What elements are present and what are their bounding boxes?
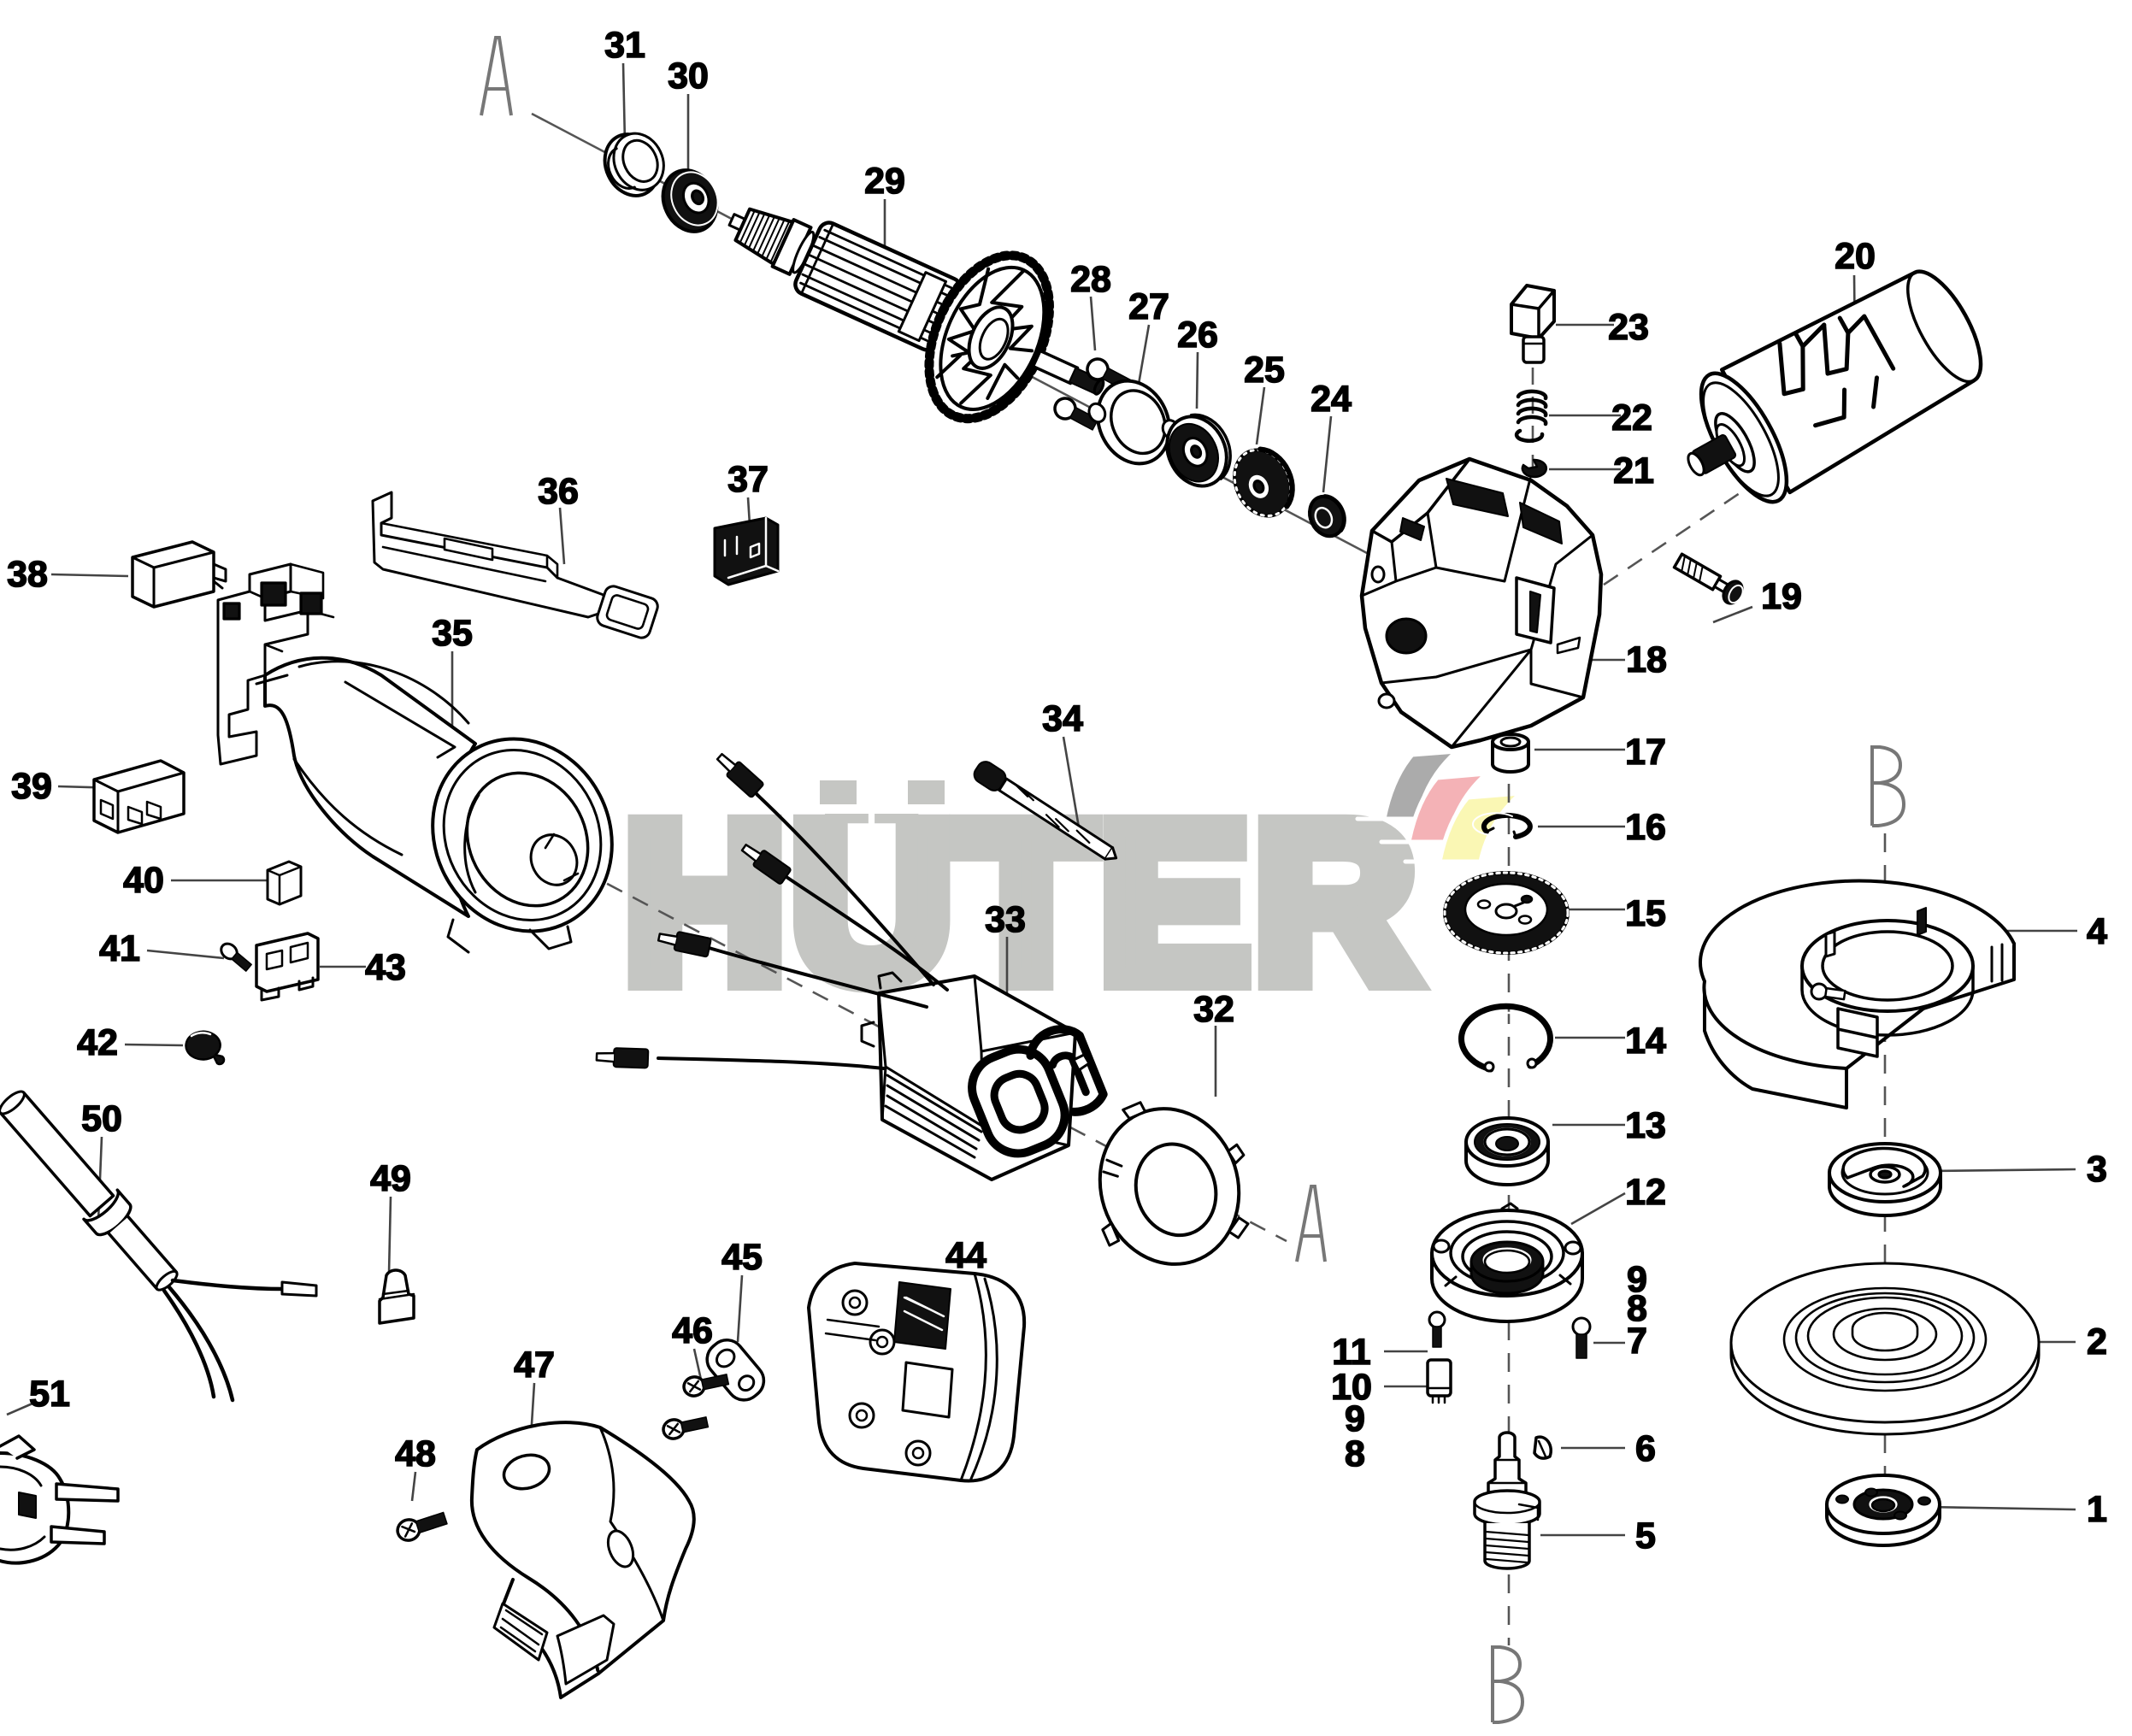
svg-text:11: 11 [1332,1332,1370,1373]
svg-text:24: 24 [1310,379,1352,420]
svg-text:22: 22 [1611,397,1652,438]
svg-text:31: 31 [604,25,645,66]
svg-text:12: 12 [1625,1172,1666,1213]
svg-text:25: 25 [1244,350,1285,391]
svg-text:42: 42 [77,1022,118,1063]
svg-text:39: 39 [11,766,52,807]
svg-text:50: 50 [81,1098,122,1139]
svg-text:45: 45 [721,1237,763,1278]
svg-text:10: 10 [1331,1367,1372,1408]
svg-text:29: 29 [864,161,905,202]
svg-text:43: 43 [365,947,406,988]
svg-text:6: 6 [1635,1428,1656,1469]
svg-text:9: 9 [1627,1259,1647,1300]
svg-text:28: 28 [1070,259,1111,300]
svg-text:15: 15 [1625,893,1666,934]
svg-text:38: 38 [7,554,48,595]
svg-text:19: 19 [1761,576,1802,617]
svg-text:26: 26 [1177,315,1218,356]
svg-text:7: 7 [1627,1321,1647,1362]
svg-text:HÜTER: HÜTER [624,777,1421,1027]
svg-text:34: 34 [1042,698,1083,739]
svg-text:40: 40 [123,860,164,901]
svg-text:46: 46 [672,1310,713,1351]
svg-text:20: 20 [1835,236,1876,277]
svg-text:21: 21 [1613,450,1654,491]
svg-text:48: 48 [395,1433,436,1474]
svg-text:18: 18 [1626,639,1667,680]
svg-text:44: 44 [945,1235,986,1276]
svg-text:49: 49 [370,1158,411,1199]
svg-text:16: 16 [1625,807,1666,848]
svg-text:8: 8 [1345,1433,1365,1474]
svg-text:23: 23 [1608,307,1649,348]
svg-text:33: 33 [985,899,1026,940]
svg-text:3: 3 [2087,1149,2107,1190]
svg-text:14: 14 [1625,1021,1666,1062]
svg-text:30: 30 [668,56,709,97]
svg-text:13: 13 [1625,1105,1666,1146]
svg-text:17: 17 [1625,732,1666,773]
svg-text:8: 8 [1627,1288,1647,1329]
svg-text:35: 35 [432,613,473,654]
svg-text:2: 2 [2087,1321,2107,1362]
svg-text:9: 9 [1345,1398,1365,1439]
svg-text:36: 36 [538,471,579,512]
svg-text:37: 37 [727,459,769,500]
svg-text:51: 51 [29,1374,70,1415]
svg-text:1: 1 [2087,1489,2107,1530]
svg-text:4: 4 [2087,911,2107,952]
svg-text:27: 27 [1128,286,1169,327]
svg-text:47: 47 [514,1345,555,1386]
svg-text:41: 41 [99,928,140,969]
svg-text:5: 5 [1635,1515,1656,1557]
svg-text:32: 32 [1193,989,1234,1030]
